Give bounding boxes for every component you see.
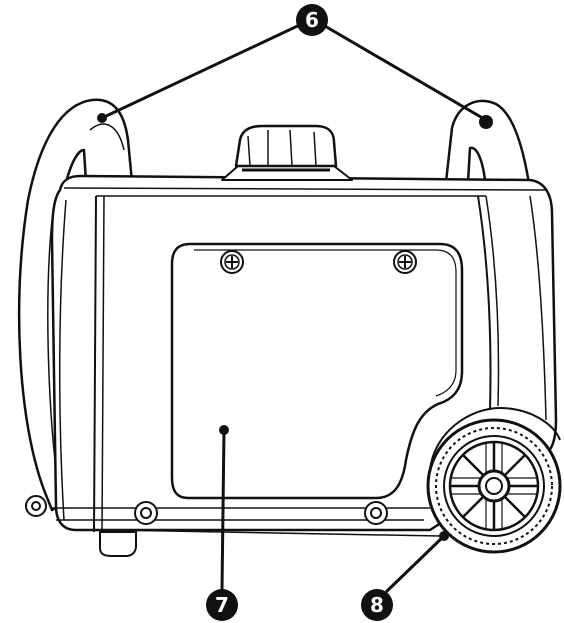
hex-bolt-icon [134, 501, 158, 525]
hex-bolt-icon [364, 501, 388, 525]
phillips-screw-icon [393, 250, 417, 274]
wheel-icon [426, 407, 562, 554]
callout-dots [97, 113, 493, 541]
hex-bolt-icon [25, 495, 47, 517]
callout-6: 6 [296, 4, 328, 36]
callout-7-label: 7 [215, 593, 229, 617]
callout-6-label: 6 [305, 8, 319, 32]
callout-8-label: 8 [370, 593, 384, 617]
fuel-cap [221, 124, 353, 181]
maintenance-cover [170, 242, 464, 500]
rubber-foot [99, 531, 137, 557]
callout-leaders [101, 20, 487, 594]
phillips-screw-icon [220, 250, 244, 274]
right-handle [444, 99, 532, 192]
callout-8: 8 [361, 589, 393, 621]
callout-7: 7 [206, 589, 238, 621]
